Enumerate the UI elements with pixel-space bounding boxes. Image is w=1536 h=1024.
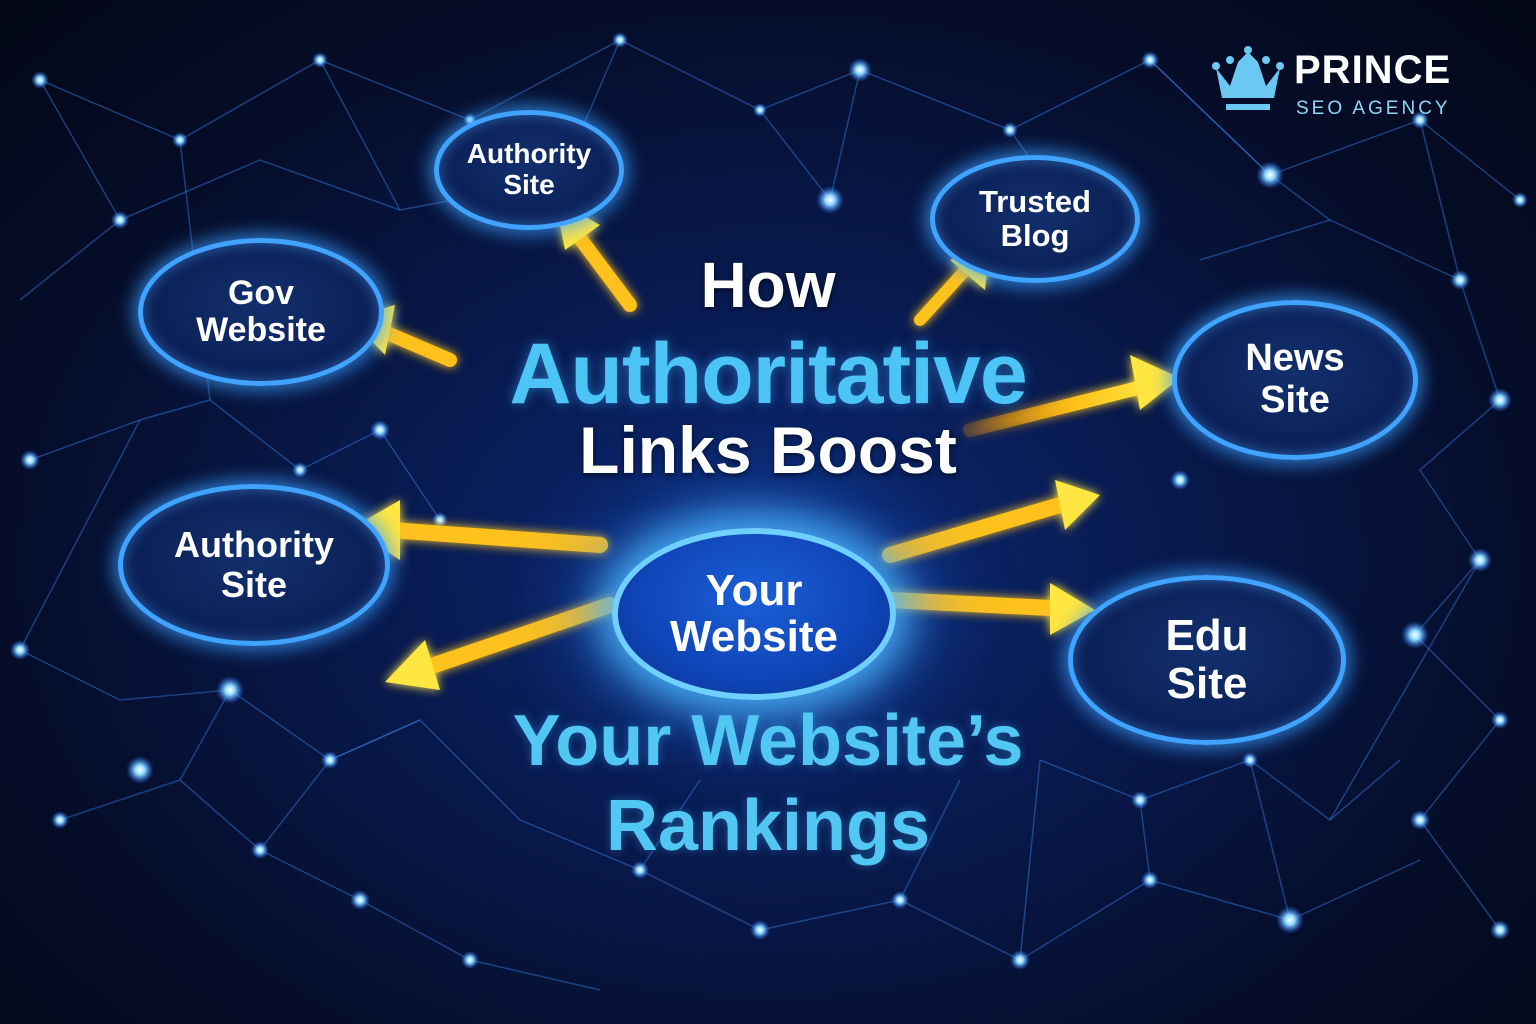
center-label: Website — [670, 612, 838, 661]
headline-line-1: How — [700, 249, 836, 321]
node-label: Gov — [227, 273, 295, 312]
node-label: News — [1245, 337, 1345, 380]
center-label: Your — [705, 565, 803, 615]
brand-logo: PRINCE SEO AGENCY — [1212, 44, 1502, 124]
node-label: Website — [196, 311, 326, 349]
node-label: Site — [220, 564, 287, 605]
crown-icon — [1212, 46, 1284, 110]
node-label: Authority — [466, 138, 592, 170]
node-label: Trusted — [979, 183, 1091, 219]
brand-name: PRINCE — [1294, 48, 1452, 92]
headline-line-2: Authoritative — [509, 326, 1027, 422]
node-label: Site — [1260, 379, 1330, 421]
node-label: Site — [503, 169, 555, 200]
headline-line-5: Rankings — [605, 786, 931, 866]
headline-line-4: Your Website’s — [512, 701, 1024, 781]
node-label: Edu — [1165, 610, 1249, 660]
brand-subtitle: SEO AGENCY — [1296, 98, 1451, 119]
node-label: Authority — [174, 524, 334, 566]
node-label: Blog — [1000, 218, 1070, 253]
node-your-website: Your Website — [612, 528, 896, 700]
headline-line-3: Links Boost — [579, 413, 957, 487]
node-label: Site — [1166, 659, 1248, 708]
